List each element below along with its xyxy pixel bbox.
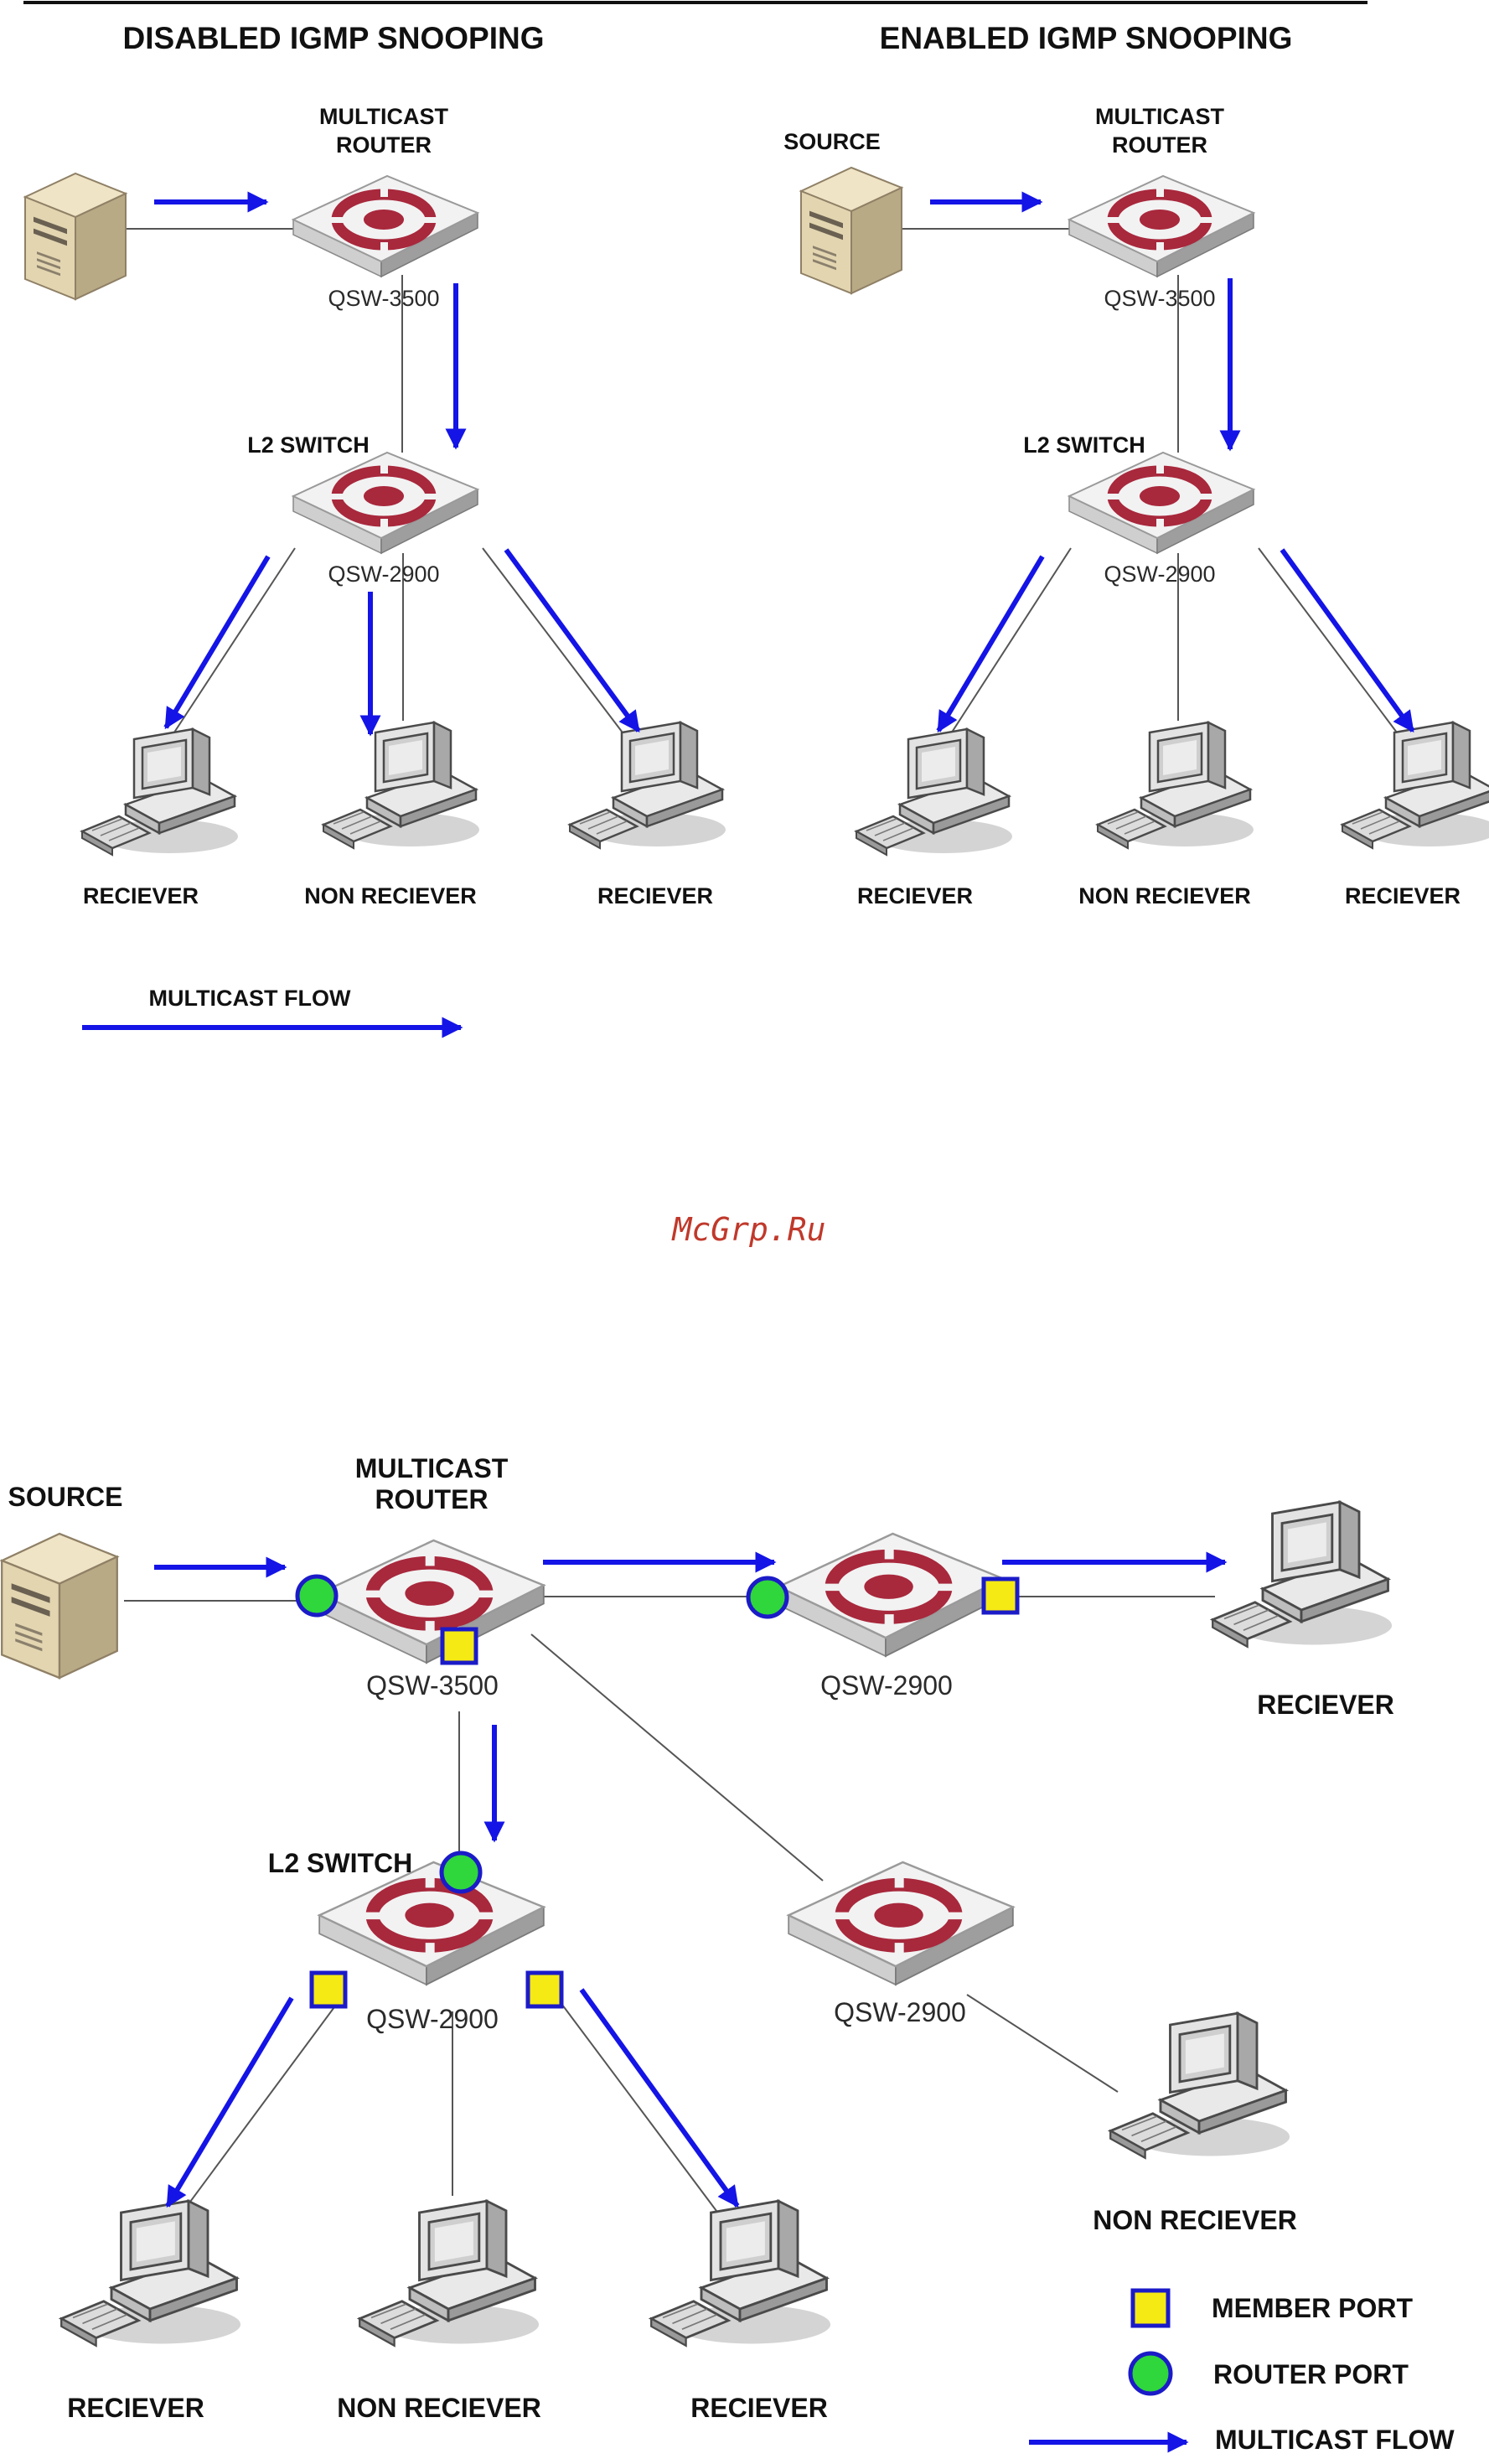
member-port-marker bbox=[440, 1627, 478, 1665]
switch-label: L2 SWITCH bbox=[1023, 432, 1145, 458]
router-model: QSW-3500 bbox=[366, 1670, 499, 1700]
receiver-computer-icon bbox=[649, 2199, 832, 2348]
multicast-flow-arrow bbox=[579, 1988, 740, 2208]
receiver-computer-icon bbox=[1211, 1500, 1393, 1649]
link-line bbox=[966, 1994, 1119, 2093]
server-icon bbox=[24, 173, 127, 300]
switch-right-icon bbox=[778, 1534, 1003, 1656]
l2-switch-icon bbox=[319, 1862, 544, 1985]
port-roles-diagram: SOURCE MULTICAST ROUTER QSW-3500 L2 SWIT… bbox=[1, 1453, 1455, 2455]
switch-label: L2 SWITCH bbox=[268, 1848, 412, 1878]
link-line bbox=[175, 1994, 344, 2222]
member-port-marker bbox=[309, 1970, 348, 2009]
disabled-snooping-panel: DISABLED IGMP SNOOPING MULTICAST ROUTER … bbox=[24, 21, 727, 1038]
multicast-flow-arrow bbox=[1280, 548, 1415, 733]
non-receiver-computer-icon bbox=[1109, 2011, 1291, 2160]
legend-router-port-swatch bbox=[1128, 2351, 1173, 2396]
member-port-marker bbox=[525, 1970, 564, 2009]
host-label: RECIEVER bbox=[1345, 883, 1461, 908]
server-icon bbox=[800, 167, 902, 294]
legend-member-port-swatch bbox=[1130, 2288, 1171, 2328]
receiver-computer-icon bbox=[1341, 721, 1489, 850]
receiver-computer-icon bbox=[568, 721, 727, 850]
non-receiver-computer-icon bbox=[322, 721, 481, 850]
receiver-computer-icon bbox=[80, 727, 240, 857]
multicast-flow-arrow bbox=[504, 548, 641, 733]
legend-router-port-label: ROUTER PORT bbox=[1213, 2359, 1409, 2389]
multicast-flow-arrow bbox=[936, 555, 1045, 733]
switch-label: L2 SWITCH bbox=[247, 432, 370, 458]
link-line bbox=[554, 1994, 725, 2222]
link-line bbox=[1258, 547, 1405, 743]
router-label-line1: MULTICAST bbox=[355, 1453, 509, 1483]
router-port-marker bbox=[439, 1851, 483, 1894]
legend-flow-label: MULTICAST FLOW bbox=[1215, 2425, 1455, 2455]
legend-member-port-label: MEMBER PORT bbox=[1212, 2293, 1413, 2323]
router-label-line2: ROUTER bbox=[375, 1484, 488, 1514]
multicast-flow-arrow bbox=[165, 1996, 294, 2208]
router-label-line1: MULTICAST bbox=[319, 104, 448, 129]
host-label: RECIEVER bbox=[690, 2393, 828, 2423]
panel-title-enabled: ENABLED IGMP SNOOPING bbox=[880, 21, 1293, 55]
receiver-computer-icon bbox=[855, 727, 1014, 857]
switch-model: QSW-2900 bbox=[366, 2004, 499, 2034]
host-label: RECIEVER bbox=[597, 883, 713, 908]
multicast-router-icon bbox=[319, 1540, 544, 1663]
switch-model: QSW-2900 bbox=[328, 562, 439, 587]
right-receiver-label: RECIEVER bbox=[1257, 1690, 1394, 1720]
right-switch-model: QSW-2900 bbox=[820, 1670, 953, 1700]
panel-title-disabled: DISABLED IGMP SNOOPING bbox=[123, 21, 545, 55]
source-label: SOURCE bbox=[8, 1482, 123, 1512]
l2-switch-icon bbox=[1069, 453, 1254, 553]
receiver-computer-icon bbox=[59, 2199, 242, 2348]
host-label: NON RECIEVER bbox=[337, 2393, 541, 2423]
link-line bbox=[530, 1633, 824, 1882]
router-label-line2: ROUTER bbox=[336, 132, 432, 158]
legend: MEMBER PORT ROUTER PORT MULTICAST FLOW bbox=[1029, 2288, 1455, 2455]
switch-model: QSW-2900 bbox=[1104, 562, 1215, 587]
source-label: SOURCE bbox=[783, 129, 881, 154]
host-label: RECIEVER bbox=[83, 883, 199, 908]
router-port-marker bbox=[295, 1574, 339, 1618]
mid-non-receiver-label: NON RECIEVER bbox=[1093, 2205, 1297, 2235]
router-model: QSW-3500 bbox=[328, 286, 439, 311]
mid-switch-model: QSW-2900 bbox=[834, 1997, 966, 2027]
host-label: RECIEVER bbox=[67, 2393, 204, 2423]
link-line bbox=[944, 547, 1072, 743]
link-line bbox=[167, 547, 296, 743]
host-label: NON RECIEVER bbox=[1078, 883, 1251, 908]
multicast-router-icon bbox=[1069, 176, 1254, 277]
server-icon bbox=[1, 1532, 118, 1680]
host-label: RECIEVER bbox=[857, 883, 973, 908]
router-model: QSW-3500 bbox=[1104, 286, 1215, 311]
non-receiver-computer-icon bbox=[1096, 721, 1255, 850]
multicast-router-icon bbox=[293, 176, 478, 277]
member-port-marker bbox=[981, 1576, 1020, 1615]
l2-switch-icon bbox=[293, 453, 478, 553]
router-port-marker bbox=[746, 1576, 789, 1619]
non-receiver-computer-icon bbox=[358, 2199, 540, 2348]
enabled-snooping-panel: ENABLED IGMP SNOOPING SOURCE MULTICAST R… bbox=[783, 21, 1489, 908]
watermark: McGrp.Ru bbox=[670, 1211, 825, 1248]
multicast-flow-arrow bbox=[163, 555, 271, 730]
link-line bbox=[482, 547, 631, 743]
host-label: NON RECIEVER bbox=[304, 883, 477, 908]
legend-flow-label: MULTICAST FLOW bbox=[149, 986, 351, 1011]
router-label-line1: MULTICAST bbox=[1095, 104, 1224, 129]
router-label-line2: ROUTER bbox=[1112, 132, 1207, 158]
